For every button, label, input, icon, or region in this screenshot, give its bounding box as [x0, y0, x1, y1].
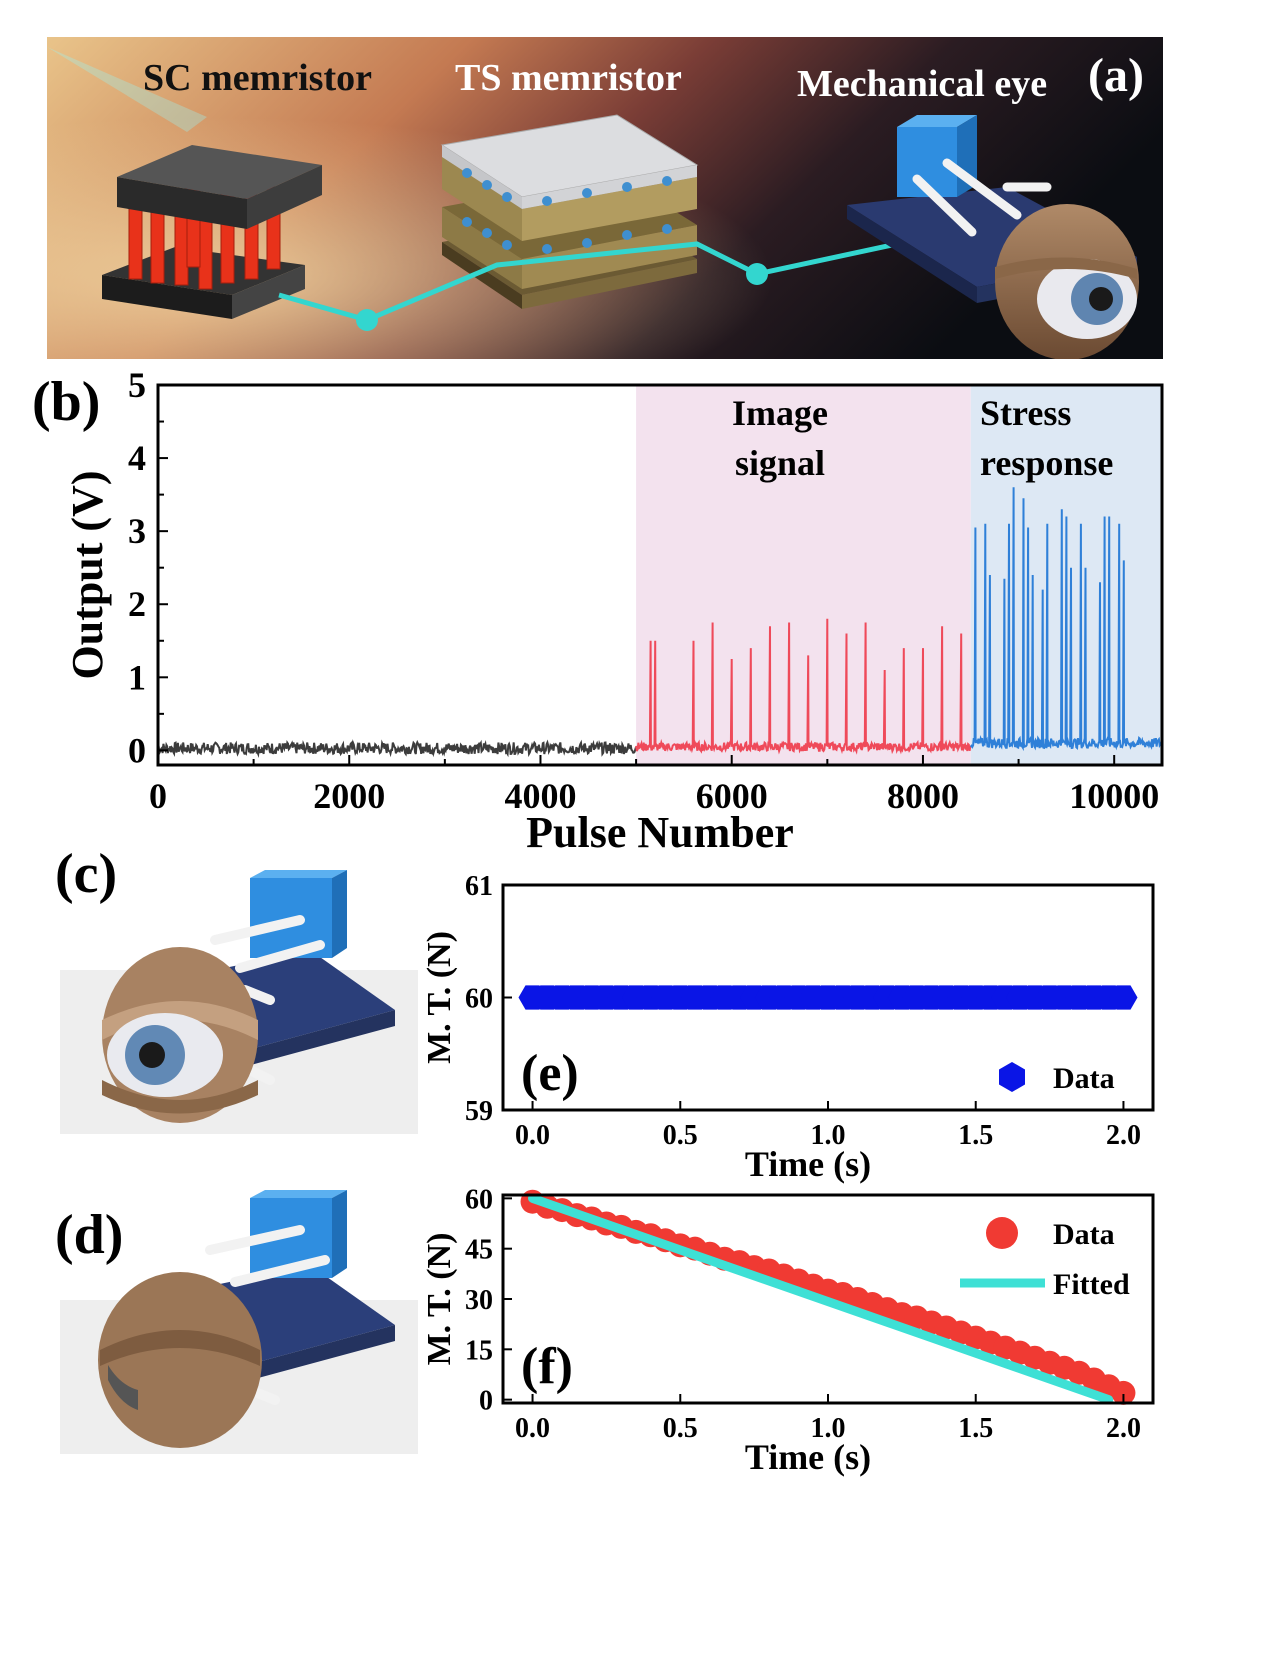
chart-e-panel-label: (e) [521, 1045, 579, 1102]
chart-e-ytick-label-0: 59 [465, 1096, 493, 1127]
panel-a-illustration [47, 37, 1163, 359]
panel-c-label: (c) [55, 843, 118, 905]
mechanical-eye-closed [98, 1190, 395, 1448]
chart-b-ytick-label-3: 3 [128, 511, 146, 551]
mechanical-eye-open [102, 870, 395, 1123]
chart-f-panel-label: (f) [521, 1338, 573, 1395]
chart-e-xtick-label-4: 2.0 [1106, 1120, 1141, 1151]
chart-f-legend-label-fitted: Fitted [1053, 1268, 1130, 1301]
chart-e-xtick-label-1: 0.5 [663, 1120, 698, 1151]
chart-b-region-0-label-0: Image [732, 393, 828, 433]
chart-b-region-0 [636, 385, 971, 765]
panel-d-label: (d) [55, 1204, 124, 1266]
chart-b-ytick-label-4: 4 [128, 438, 146, 478]
chart-e-ylabel: M. T. (N) [421, 931, 458, 1064]
chart-b-ytick-label-1: 1 [128, 657, 146, 697]
chart-b-xtick-label-5: 10000 [1069, 776, 1159, 816]
chart-f-fitted-line [528, 1193, 1114, 1405]
chart-f-legend-marker-data [986, 1217, 1018, 1249]
chart-e-xtick-label-3: 1.5 [958, 1120, 993, 1151]
chart-f-legend-label-data: Data [1053, 1218, 1115, 1251]
chart-b-region-1-label-1: response [980, 443, 1113, 483]
chart-f-xlabel: Time (s) [745, 1437, 871, 1477]
chart-f-xtick-label-4: 2.0 [1106, 1413, 1141, 1444]
connection-line [278, 241, 893, 323]
chart-e-legend-marker [999, 1062, 1025, 1092]
chart-b-xlabel: Pulse Number [526, 808, 794, 857]
chart-e-xlabel: Time (s) [745, 1144, 871, 1184]
chart-e-ytick-label-2: 61 [465, 871, 493, 902]
chart-b-region-0-label-1: signal [735, 443, 825, 483]
chart-f-ytick-label-2: 30 [465, 1285, 493, 1316]
chart-b-ytick-label-5: 5 [128, 365, 146, 405]
chart-b-xtick-label-3: 6000 [696, 776, 768, 816]
chart-f-ytick-label-3: 45 [465, 1235, 493, 1266]
panel-a-label: (a) [1088, 49, 1144, 102]
chart-f-xtick-label-0: 0.0 [515, 1413, 550, 1444]
chart-f-xtick-label-2: 1.0 [811, 1413, 846, 1444]
chart-e-point-40 [1109, 985, 1138, 1010]
chart-f-xtick-label-1: 0.5 [663, 1413, 698, 1444]
chart-b-region-1-label-0: Stress [980, 393, 1071, 433]
chart-b-frame [156, 383, 1164, 767]
chart-f-ytick-label-1: 15 [465, 1335, 493, 1366]
chart-f-xtick-label-3: 1.5 [958, 1413, 993, 1444]
panel-c-illustration [60, 870, 418, 1134]
chart-b-xtick-label-2: 4000 [504, 776, 576, 816]
connection-node-1 [356, 309, 378, 331]
panel-d-illustration [60, 1190, 418, 1454]
chart-f-point-40 [1111, 1380, 1136, 1405]
panel-a-title-sc: SC memristor [143, 57, 372, 99]
chart-b-series-0 [157, 739, 637, 758]
chart-b-ylabel: Output (V) [63, 470, 112, 679]
ts-memristor-device [440, 114, 699, 309]
chart-b-ytick-label-0: 0 [128, 730, 146, 770]
connection-node-2 [746, 263, 768, 285]
chart-b-ytick-label-2: 2 [128, 584, 146, 624]
chart-e-ytick-label-1: 60 [465, 984, 493, 1015]
panel-a-title-eye: Mechanical eye [797, 63, 1048, 105]
chart-e-xtick-label-0: 0.0 [515, 1120, 550, 1151]
chart-b-xtick-label-4: 8000 [887, 776, 959, 816]
chart-e-legend-label: Data [1053, 1062, 1115, 1095]
chart-b-series-1 [635, 618, 972, 755]
chart-b-xtick-label-0: 0 [149, 776, 167, 816]
chart-f-ylabel: M. T. (N) [421, 1233, 458, 1366]
panel-b-label: (b) [32, 371, 101, 433]
sc-memristor-device [102, 145, 322, 319]
panel-a-title-ts: TS memristor [455, 57, 682, 99]
chart-e-xtick-label-2: 1.0 [811, 1120, 846, 1151]
chart-f-ytick-label-0: 0 [479, 1386, 493, 1417]
chart-b-xtick-label-1: 2000 [313, 776, 385, 816]
chart-b-series-2 [969, 487, 1163, 752]
mechanical-eye-device [847, 115, 1139, 359]
chart-f-ytick-label-4: 60 [465, 1184, 493, 1215]
